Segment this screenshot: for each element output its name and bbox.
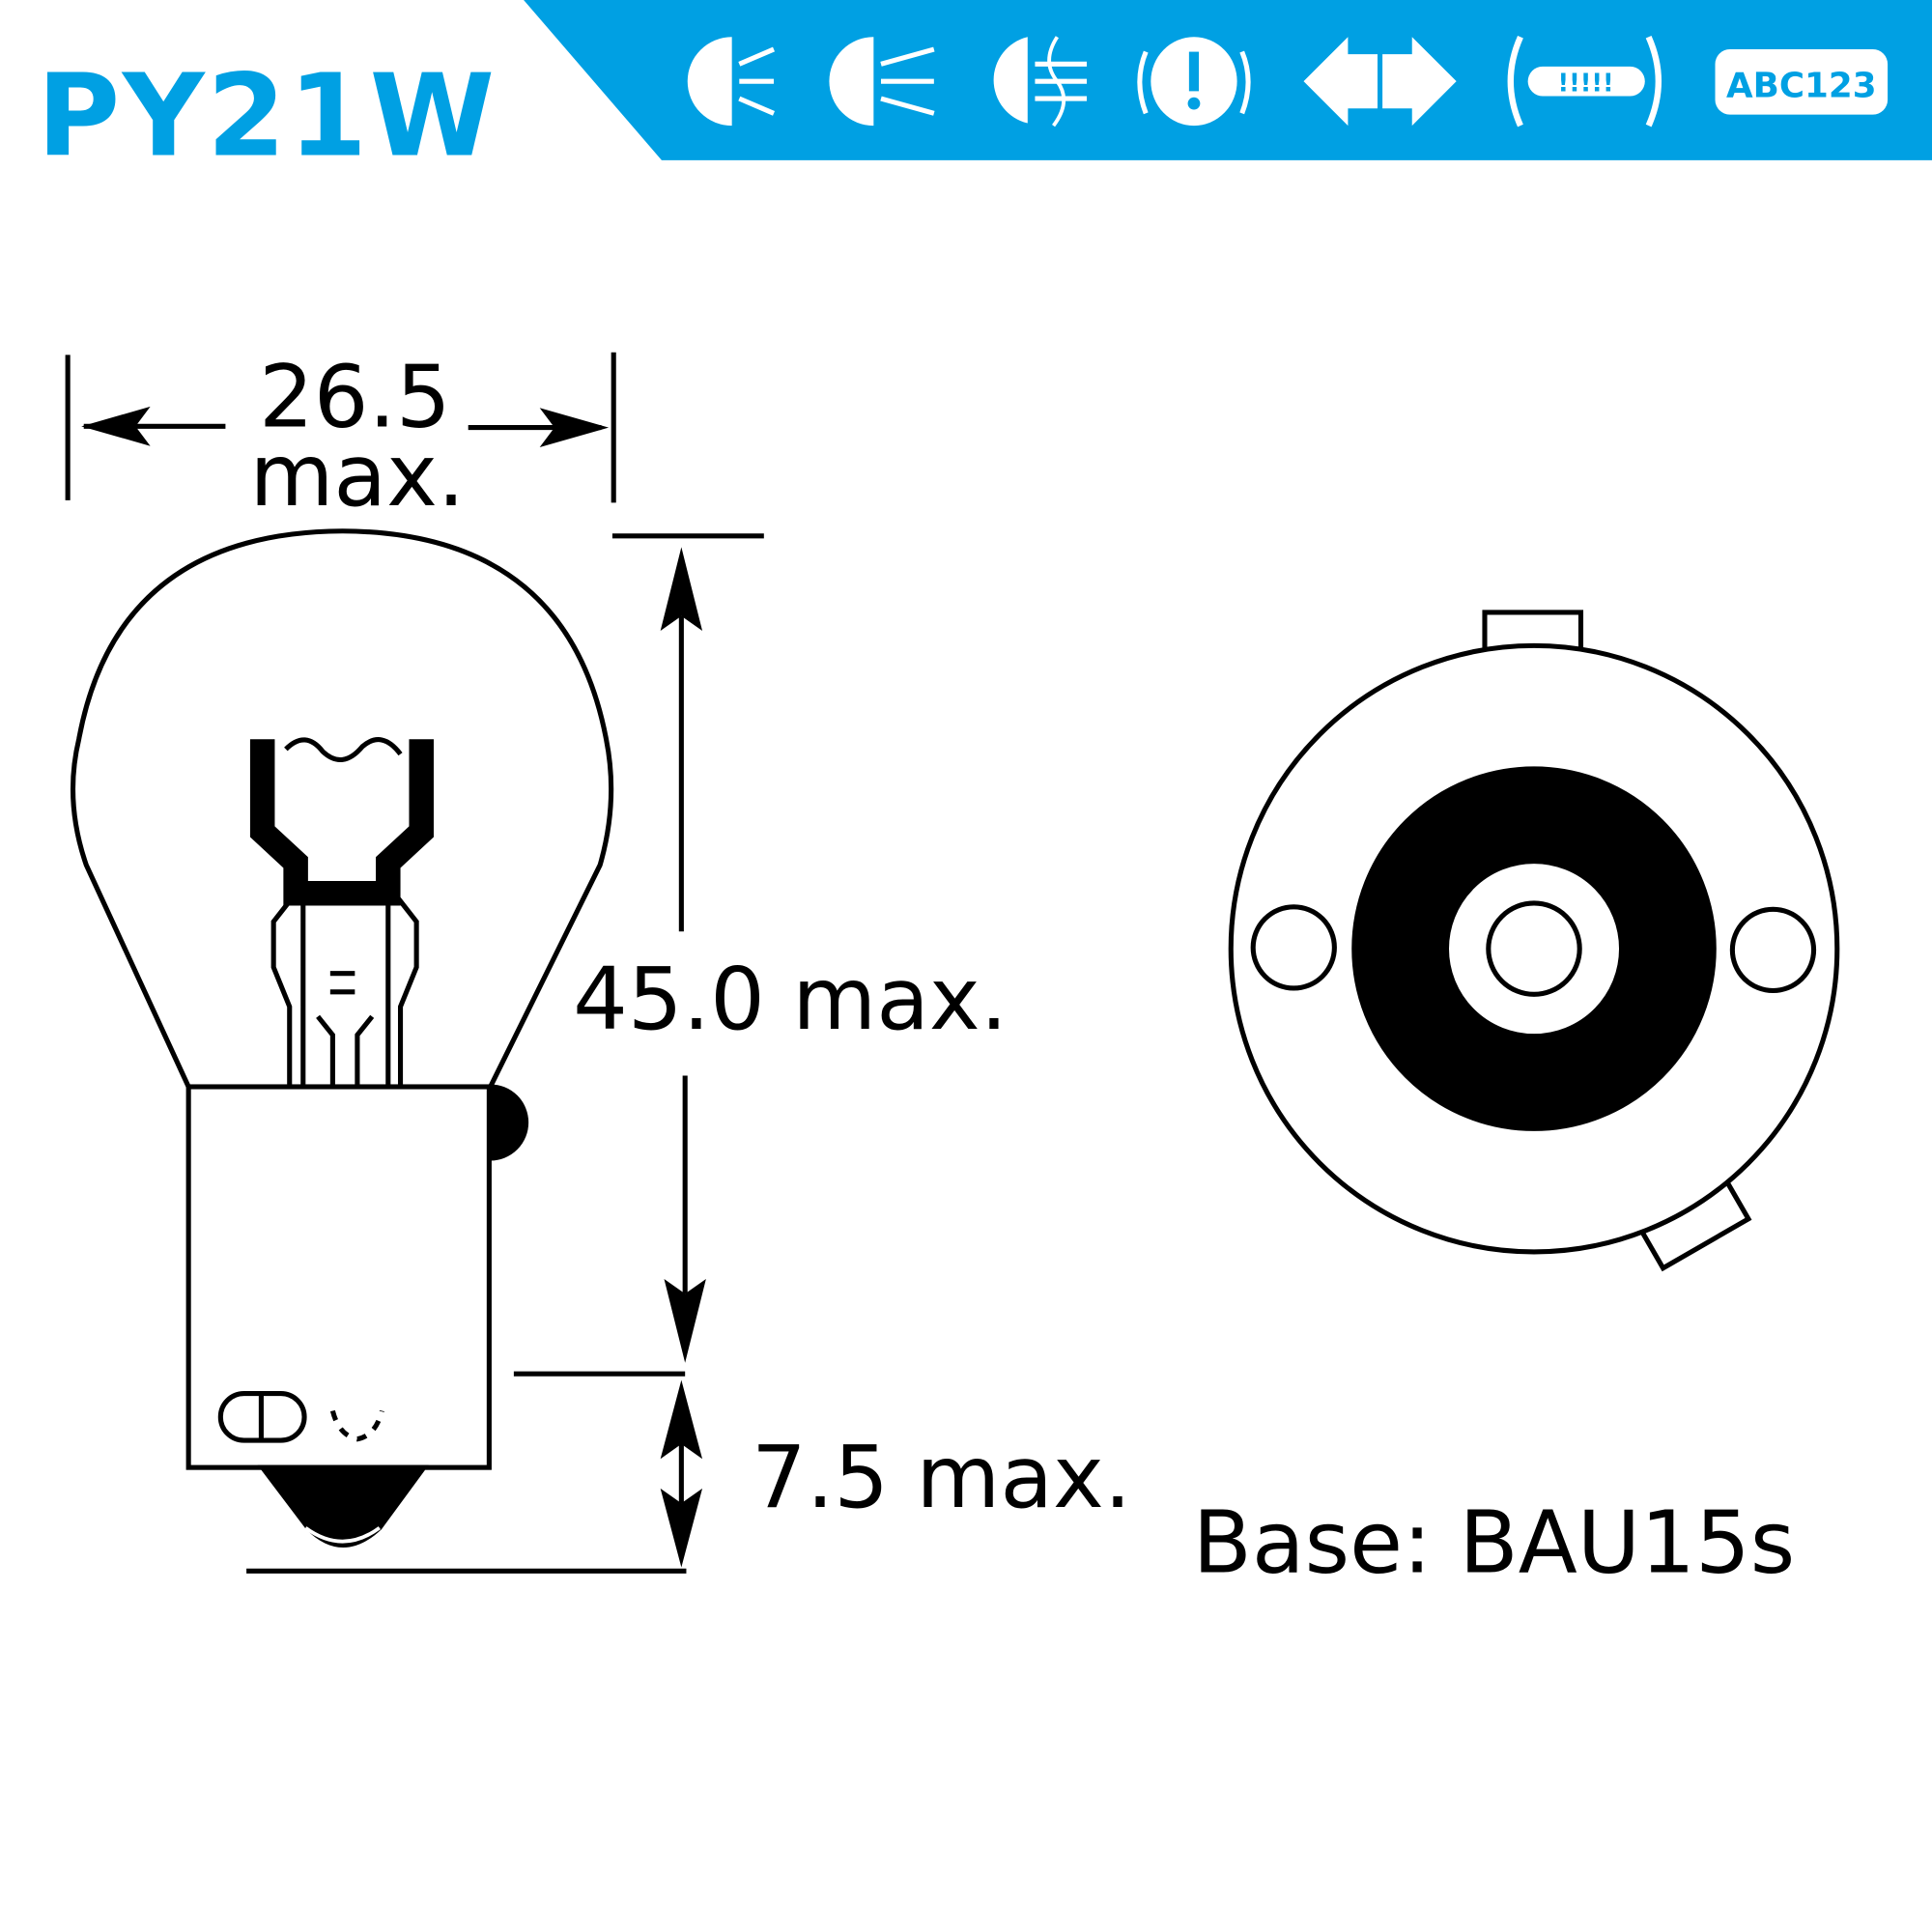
license-plate-icon: ABC123 (1715, 49, 1889, 115)
width-value: 26.5 (259, 347, 451, 447)
height-label: 45.0 max. (573, 950, 1008, 1050)
interior-light-icon: !!!!! (1507, 35, 1662, 128)
bulb-side-view (70, 528, 614, 1548)
base-end-view (1228, 610, 1840, 1272)
product-title: PY21W (37, 50, 497, 183)
position-light-icon (687, 37, 776, 127)
header-bar: PY21W (37, 0, 1932, 183)
warning-light-icon (1137, 37, 1251, 127)
interior-light-text: !!!!! (1558, 69, 1614, 98)
width-dimension (65, 352, 616, 503)
turn-signal-icon (1303, 37, 1457, 127)
license-plate-text: ABC123 (1726, 67, 1877, 106)
low-beam-icon (829, 37, 935, 127)
base-type-label: Base: BAU15s (1193, 1493, 1796, 1594)
base-height-label: 7.5 max. (752, 1428, 1131, 1528)
fog-light-icon (993, 36, 1087, 128)
width-suffix: max. (249, 426, 465, 526)
height-dimension (246, 533, 764, 1574)
